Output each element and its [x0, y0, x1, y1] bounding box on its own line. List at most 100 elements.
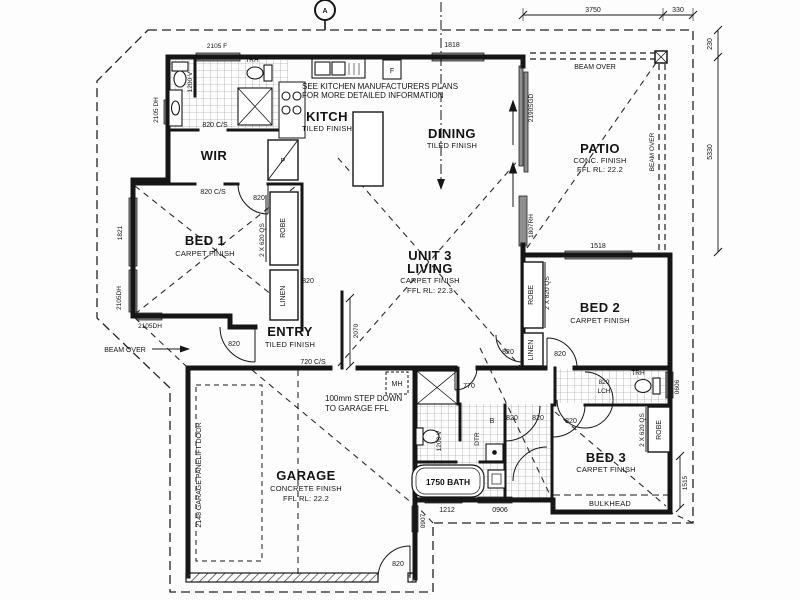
door820-bed1: 820	[253, 195, 265, 202]
pantry-label: P	[281, 158, 286, 165]
beam-over-right-label: BEAM OVER	[649, 132, 656, 171]
bathroom-fixtures	[168, 61, 661, 498]
room-living-line2: LIVING	[407, 261, 453, 276]
robe-bed2-doors: 2 X 820 QS	[544, 276, 551, 310]
dryer-label: DTR	[474, 432, 481, 446]
room-entry-finish: TILED FINISH	[265, 340, 315, 349]
section-line	[314, 0, 445, 190]
robe-bed2-label: ROBE	[528, 285, 535, 305]
bulkhead-label: BULKHEAD	[589, 499, 631, 508]
opening-cs820-wir: 820 C/S	[200, 189, 226, 196]
beam-over-top-label: BEAM OVER	[574, 64, 616, 71]
linen-bed2-label: LINEN	[528, 340, 535, 361]
dim-entry-depth: 2070	[353, 323, 360, 338]
door820-wc: 820	[506, 415, 518, 422]
robe-bed3-doors: 2 X 620 QS	[639, 413, 646, 447]
manhole-label: MH	[392, 381, 403, 388]
room-living-finish: CARPET FINISH	[400, 276, 460, 285]
beam-over-lines	[530, 52, 666, 250]
door820-bed3: 820	[565, 418, 577, 425]
room-garage-ffl: FFL RL: 22.2	[283, 494, 329, 503]
room-patio-ffl: FFL RL: 22.2	[577, 165, 623, 174]
flow-arrows	[508, 99, 518, 207]
step-note-line1: 100mm STEP DOWN	[325, 394, 402, 403]
section-marker-label: A	[322, 8, 327, 15]
room-bed2-finish: CARPET FINISH	[570, 316, 630, 325]
dim-bed1-window: 1821	[117, 225, 124, 240]
dim-right-offset: 230	[707, 38, 714, 50]
basin-label: B	[490, 418, 495, 425]
room-garage: GARAGE	[276, 468, 335, 483]
labels-layer: A 3750 330 230 5330 2105 F 1818 BEAM OVE…	[104, 7, 714, 568]
dim-right-height: 5330	[707, 144, 714, 160]
vanity-label-ensuite: 1200 V	[187, 71, 194, 92]
beam-over-left-label: BEAM OVER	[104, 347, 146, 354]
robe-bed3-label: ROBE	[656, 420, 663, 440]
window-code-bed1-bottom: 2105DH	[138, 323, 162, 330]
garage-bottom-wall	[185, 572, 417, 583]
lch-door-line1: 820	[599, 379, 610, 386]
eaves-outline	[96, 29, 694, 593]
robe-bed1-label: ROBE	[280, 218, 287, 238]
door820-bath2: 820	[532, 415, 544, 422]
room-kitchen: KITCH	[306, 109, 348, 124]
room-living-ffl: FFL RL: 22.3	[407, 286, 453, 295]
window-code-bed1-side: 2105DH	[116, 286, 123, 310]
trh-label-wc2: TRH	[631, 370, 645, 377]
room-bed1: BED 1	[185, 233, 225, 248]
room-dining-finish: TILED FINISH	[427, 141, 477, 150]
window-code-patio-door: 2190SGD	[528, 93, 535, 122]
toilet-icon	[415, 427, 424, 446]
panelift-door-panel	[195, 384, 263, 562]
door820-linen: 820	[302, 278, 314, 285]
window-code-wc2: 0606	[674, 379, 681, 394]
room-patio-finish: CONC. FINISH	[573, 156, 626, 165]
door820-entry: 820	[228, 341, 240, 348]
door770-label: 770	[463, 383, 475, 390]
room-dining: DINING	[428, 126, 476, 141]
robes-closets	[265, 139, 671, 453]
lch-door-line2: LCH	[597, 388, 610, 395]
room-patio: PATIO	[580, 141, 620, 156]
room-garage-finish: CONCRETE FINISH	[270, 484, 342, 493]
window-code-top-left: 2105 F	[207, 43, 227, 50]
vanity-label-bath: 1200 V	[436, 430, 443, 451]
room-kitchen-finish: TILED FINISH	[302, 124, 352, 133]
room-entry: ENTRY	[267, 324, 313, 339]
room-bed1-finish: CARPET FINISH	[175, 249, 235, 258]
toilet-icon	[652, 377, 661, 395]
opening-cs720: 720 C/S	[300, 359, 326, 366]
island-bench	[352, 111, 384, 187]
kitchen-note-line1: SEE KITCHEN MANUFACTURERS PLANS	[302, 82, 458, 91]
dim-top-offset: 330	[672, 7, 684, 14]
room-bed3-finish: CARPET FINISH	[576, 465, 636, 474]
manhole-box	[385, 371, 409, 395]
window-code-ensuite-side: 2105 DH	[153, 97, 160, 123]
linen-bed1-label: LINEN	[280, 286, 287, 307]
dim-bath-window: 1212	[439, 507, 455, 514]
window-code-patio-window: 1807RH	[528, 214, 535, 238]
interior-walls	[131, 55, 672, 514]
kitchen-note-line2: FOR MORE DETAILED INFORMATION	[302, 91, 444, 100]
beam-over-arrow	[152, 345, 190, 353]
dim-top-width: 3750	[585, 7, 601, 14]
door-swings	[219, 183, 614, 579]
panelift-door-label: 2148 GARAGE PANELIFT DOOR	[196, 422, 203, 527]
toilet-icon	[171, 61, 189, 72]
dim-bed3-side: 1515	[682, 475, 689, 490]
room-bed3: BED 3	[586, 450, 626, 465]
kitchen-fixtures	[278, 58, 402, 187]
ceiling-diagonals	[134, 59, 694, 578]
door820-garage-rear: 820	[392, 561, 404, 568]
robe-bed1-doors: 2 X 620 QS	[259, 223, 266, 257]
fridge-label: F	[390, 68, 394, 75]
toilet-icon	[263, 64, 273, 82]
trh-label-ensuite: TRH	[245, 57, 259, 64]
step-note-line2: TO GARAGE FFL	[325, 404, 389, 413]
dim-side-window: 0907	[420, 513, 427, 528]
dim-bed2-window: 1518	[590, 243, 606, 250]
fridge-icon	[382, 59, 402, 80]
room-wir: WIR	[201, 148, 228, 163]
